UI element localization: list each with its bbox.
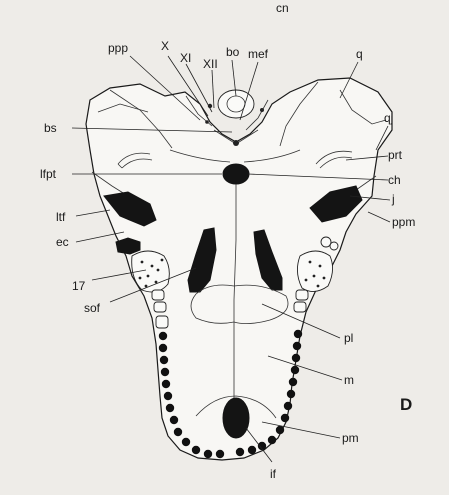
- panel-letter: D: [400, 395, 412, 414]
- label-m: m: [344, 373, 354, 387]
- label-xi: XI: [180, 51, 191, 65]
- label-bo: bo: [226, 45, 240, 59]
- choana: [223, 164, 249, 184]
- label-if: if: [270, 467, 277, 481]
- label-pl: pl: [344, 331, 353, 345]
- ectopterygoid-opening: [116, 238, 140, 254]
- label-lfpt: lfpt: [40, 167, 57, 181]
- label-x: X: [161, 39, 169, 53]
- label-sof: sof: [84, 301, 101, 315]
- label-prt: prt: [388, 148, 403, 162]
- label-ec: ec: [56, 235, 69, 249]
- label-ppp: ppp: [108, 41, 128, 55]
- incisive-foramen: [223, 398, 249, 438]
- label-pm: pm: [342, 431, 359, 445]
- label-ch: ch: [388, 173, 401, 187]
- label-xii: XII: [203, 57, 218, 71]
- label-ppm: ppm: [392, 215, 415, 229]
- label-qj: qj: [384, 111, 393, 125]
- label-17: 17: [72, 279, 86, 293]
- label-ltf: ltf: [56, 210, 66, 224]
- label-bs: bs: [44, 121, 57, 135]
- label-j: j: [391, 192, 395, 206]
- label-mef: mef: [248, 47, 269, 61]
- label-q: q: [356, 47, 363, 61]
- label-cn: cn: [276, 1, 289, 15]
